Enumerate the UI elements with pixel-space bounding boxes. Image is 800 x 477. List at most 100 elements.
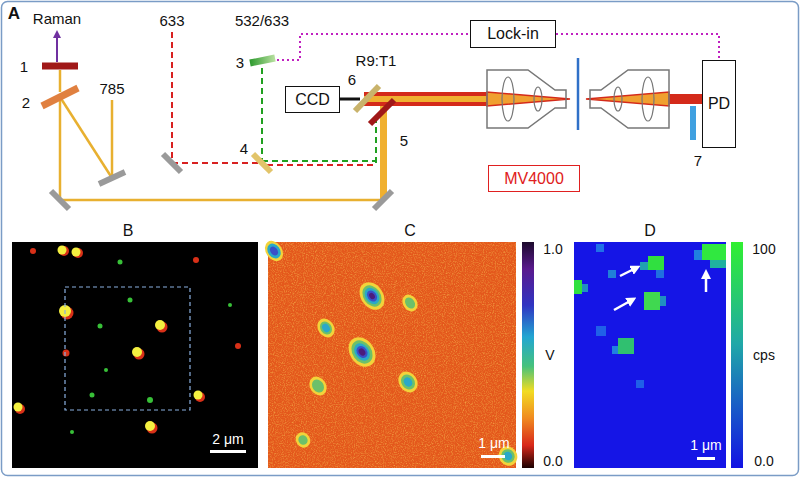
particle [58, 246, 67, 255]
spot-ring [365, 289, 379, 304]
pointer-arrow [614, 300, 632, 310]
count-map [574, 242, 726, 468]
laser-633-line [172, 162, 262, 164]
mirror [163, 154, 181, 172]
pixel [636, 380, 644, 388]
particle [228, 303, 232, 307]
pixel [574, 280, 582, 294]
box-label: Lock-in [487, 26, 539, 42]
optic-2 [42, 88, 78, 106]
beam-line [60, 97, 112, 178]
spot-ring [394, 368, 421, 396]
particle [193, 257, 199, 263]
spot-ring [314, 315, 339, 341]
pixel [648, 256, 664, 270]
spot-ring [357, 347, 367, 357]
spot [261, 237, 287, 264]
particle-dots [14, 246, 242, 435]
fluorescence-image [12, 242, 258, 468]
callout-number: 1 [20, 59, 28, 74]
selection-box [65, 287, 190, 410]
spot [394, 368, 421, 396]
colorbar [731, 242, 743, 468]
pixel [640, 262, 648, 270]
box-label: MV4000 [504, 171, 564, 187]
beam-line [60, 199, 383, 202]
spot [293, 429, 314, 450]
spot-ring [268, 245, 279, 257]
callout-number: 6 [348, 72, 356, 87]
pixel [596, 326, 606, 336]
lens-element [614, 87, 622, 111]
scale-bar [481, 455, 505, 458]
particle [194, 391, 203, 400]
callout-number: 3 [236, 55, 244, 70]
lens-element [534, 87, 542, 111]
focused-beam [487, 92, 570, 106]
beam-line [111, 100, 114, 178]
callout-number: 5 [400, 133, 408, 148]
panel-label: D [644, 223, 656, 239]
mirror [374, 191, 392, 209]
beam-line [59, 70, 62, 92]
spot-ring [368, 292, 376, 301]
laser-532-line [375, 118, 377, 163]
optic-7 [690, 106, 696, 140]
pixel [596, 244, 604, 252]
pixel [710, 260, 726, 268]
pixel [644, 292, 660, 310]
beam-combined [364, 96, 487, 102]
instrument-box: MV4000 [488, 165, 580, 192]
spot-ring [321, 322, 332, 333]
optic-4 [253, 154, 271, 172]
colorbar-tick: 1.0 [543, 242, 562, 256]
objective-lens [590, 70, 669, 128]
spot-ring [317, 319, 334, 337]
particle [63, 350, 70, 357]
particle [72, 248, 81, 257]
signal-map [268, 242, 516, 468]
map-noise [268, 242, 516, 468]
particle [90, 393, 95, 398]
particle [98, 324, 103, 329]
colorbar-tick: 100 [752, 242, 775, 256]
pointer-arrow [620, 268, 636, 276]
spot-ring [296, 433, 309, 446]
pixel [656, 270, 664, 278]
scale-label: 2 μm [212, 432, 243, 446]
component-label: R9:T1 [356, 53, 397, 68]
beam-line [59, 97, 62, 200]
colorbar [522, 242, 534, 468]
box-label: CCD [295, 92, 330, 108]
particle [132, 347, 142, 357]
pixel [702, 244, 726, 260]
collected-beam [586, 92, 669, 106]
box-label: PD [708, 96, 730, 112]
particle [118, 260, 123, 265]
particle [104, 368, 108, 372]
colorbar-unit: V [545, 348, 554, 362]
mirror [51, 191, 69, 209]
spot-ring [261, 237, 287, 264]
spot-ring [264, 241, 283, 261]
spot [399, 292, 421, 315]
signal-cable [556, 34, 719, 60]
spot-ring [403, 296, 417, 311]
beam-to-detector [669, 94, 702, 104]
pixel [694, 250, 702, 260]
particle [147, 397, 153, 403]
spot-ring [347, 336, 377, 367]
beam-label: Raman [33, 11, 81, 26]
spot-ring [306, 373, 331, 399]
count-pixels [574, 244, 726, 388]
pointer-arrow [705, 274, 708, 292]
instrument-box: Lock-in [470, 20, 556, 48]
optic-5 [370, 100, 394, 124]
optic-6 [355, 86, 379, 111]
spot-ring [358, 282, 385, 311]
scale-bar [697, 457, 715, 460]
lens-element [502, 77, 514, 121]
beam-label: 785 [99, 81, 124, 96]
